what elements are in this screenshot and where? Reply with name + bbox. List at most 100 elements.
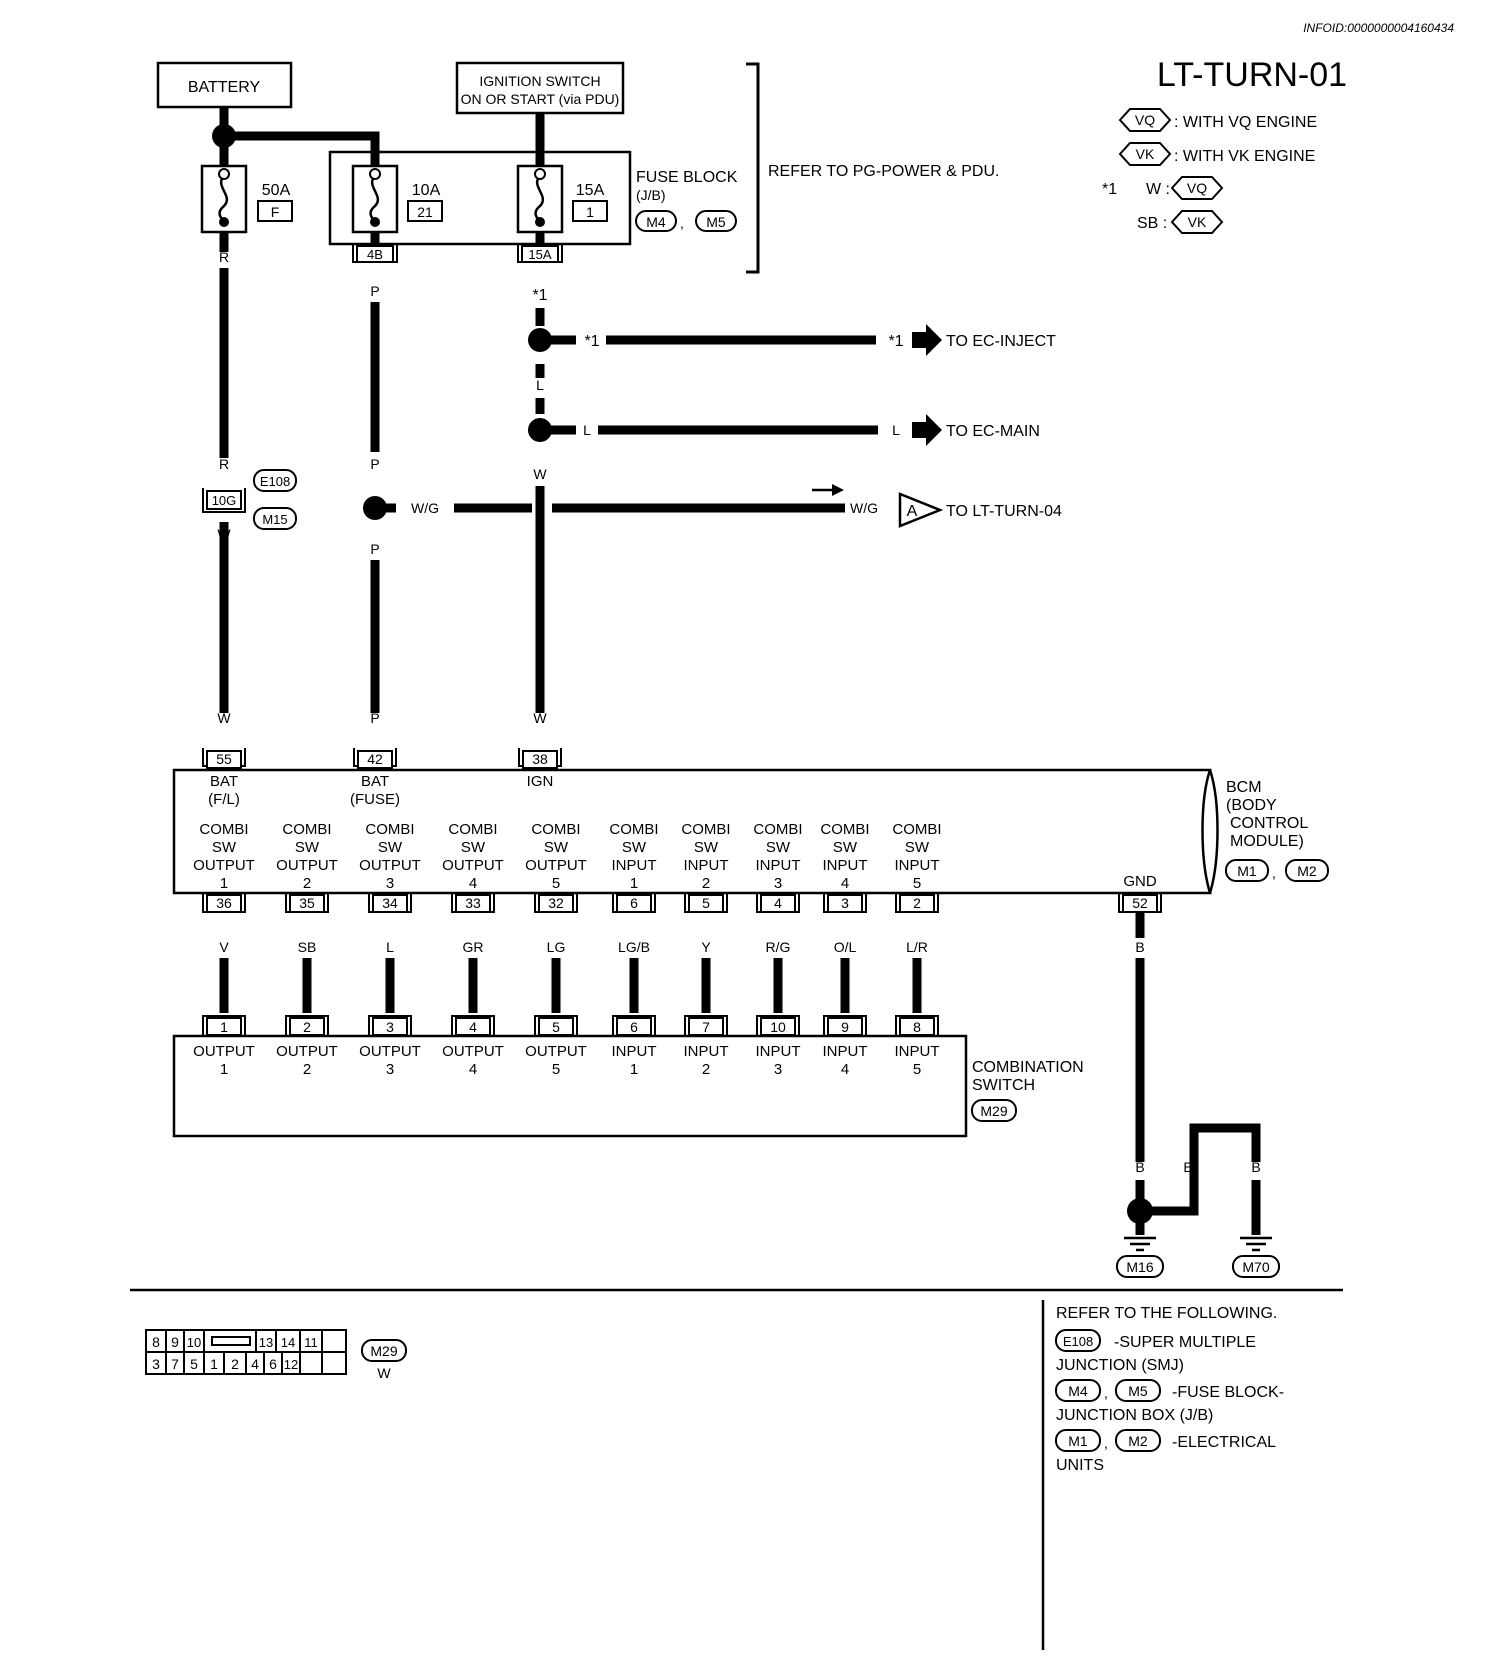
- svg-text:9: 9: [171, 1334, 179, 1350]
- wire-b-g2b: B: [1251, 1159, 1260, 1175]
- fuseblock-line2: (J/B): [636, 187, 666, 203]
- svg-text:BAT: BAT: [210, 773, 238, 790]
- switch-pin-number: 2: [303, 1019, 311, 1035]
- bcm-sw-label: SW: [295, 839, 320, 856]
- fuseblock-conn1-badge: [635, 210, 677, 232]
- wire-l-branch: L: [583, 422, 591, 438]
- switch-func-label: INPUT: [612, 1043, 657, 1060]
- switch-pin-number: 1: [220, 1019, 228, 1035]
- bcm-pin-box: [688, 894, 724, 913]
- wire-w-mid: W: [533, 466, 547, 482]
- bcm-func-num: 2: [303, 875, 311, 892]
- svg-text:E108: E108: [260, 474, 290, 489]
- bcm-func-num: 1: [630, 875, 638, 892]
- bcm-gnd-label: GND: [1123, 873, 1157, 890]
- switch-pin-number: 6: [630, 1019, 638, 1035]
- legend-vq-text: : WITH VQ ENGINE: [1174, 114, 1317, 131]
- wire-l-dest: L: [892, 422, 900, 438]
- svg-text:-FUSE BLOCK-: -FUSE BLOCK-: [1172, 1384, 1284, 1401]
- fuse10-amp: 10A: [412, 182, 441, 199]
- fuse50-id: F: [271, 204, 280, 220]
- svg-text:10G: 10G: [212, 493, 237, 508]
- bcm-pin-box: [827, 894, 863, 913]
- bcm-combi-label: COMBI: [199, 821, 248, 838]
- bcm-title-3: CONTROL: [1230, 815, 1308, 832]
- switch-func-num: 5: [552, 1061, 560, 1078]
- bcm-gnd-pin: 52: [1118, 893, 1162, 913]
- bcm-pin-number: 2: [913, 895, 921, 911]
- bcm-func-num: 3: [386, 875, 394, 892]
- svg-text:2: 2: [231, 1356, 239, 1372]
- terminal-15a: 15A: [517, 244, 563, 263]
- wire-p-lower: P: [370, 541, 379, 557]
- bcm-pin-number: 34: [382, 895, 398, 911]
- splice-ground: [1127, 1198, 1153, 1224]
- switch-pin-frame: [823, 1015, 867, 1036]
- bcm-sw-label: SW: [694, 839, 719, 856]
- bcm-pin-number: 5: [702, 895, 710, 911]
- terminal-4b: 4B: [352, 244, 398, 263]
- switch-func-label: INPUT: [823, 1043, 868, 1060]
- svg-text:TO EC-INJECT: TO EC-INJECT: [946, 333, 1056, 350]
- wire-color-label: V: [219, 939, 229, 955]
- wire-color-label: L/R: [906, 939, 928, 955]
- bcm-func-num: 5: [552, 875, 560, 892]
- fuse15-id: 1: [586, 204, 594, 220]
- legend-vk-text: : WITH VK ENGINE: [1174, 148, 1315, 165]
- bcm-func-num: 2: [702, 875, 710, 892]
- wire-color-label: R/G: [766, 939, 791, 955]
- wire-p-mid: P: [370, 456, 379, 472]
- wire-b-gnd: B: [1135, 939, 1144, 955]
- diagram-code: LT-TURN-01: [1157, 56, 1347, 94]
- bcm-comma: ,: [1272, 865, 1276, 881]
- battery-box: [156, 61, 293, 109]
- wire-color-label: O/L: [834, 939, 857, 955]
- legend-vk-tag: VK: [1136, 146, 1155, 162]
- svg-text:38: 38: [532, 751, 548, 767]
- switch-func-label: INPUT: [756, 1043, 801, 1060]
- legend-star-vk: VK: [1188, 214, 1207, 230]
- bcm-title-2: (BODY: [1226, 797, 1277, 814]
- svg-text:UNITS: UNITS: [1056, 1457, 1104, 1474]
- wire-p-top: P: [370, 283, 379, 299]
- bcm-combi-label: COMBI: [282, 821, 331, 838]
- svg-text:42: 42: [367, 751, 383, 767]
- bcm-combi-label: COMBI: [892, 821, 941, 838]
- bcm-box-curve: [1208, 769, 1219, 894]
- bcm-func-label: OUTPUT: [276, 857, 338, 874]
- svg-text:M16: M16: [1126, 1259, 1153, 1275]
- wire-wg-branch: W/G: [411, 500, 439, 516]
- switch-pin-frame: [895, 1015, 939, 1036]
- ground-m70: M70: [1232, 1236, 1280, 1278]
- bcm-conn2: M2: [1297, 863, 1317, 879]
- svg-text:M70: M70: [1242, 1259, 1269, 1275]
- svg-text:-SUPER MULTIPLE: -SUPER MULTIPLE: [1114, 1334, 1256, 1351]
- bcm-sw-label: SW: [766, 839, 791, 856]
- ground-m16: M16: [1116, 1236, 1164, 1278]
- svg-text:6: 6: [269, 1356, 277, 1372]
- combination-switch-conn: M29: [980, 1103, 1007, 1119]
- bcm-func-label: OUTPUT: [193, 857, 255, 874]
- bcm-combi-label: COMBI: [609, 821, 658, 838]
- bcm-func-num: 1: [220, 875, 228, 892]
- switch-func-label: INPUT: [684, 1043, 729, 1060]
- svg-text:13: 13: [259, 1335, 273, 1350]
- wire-l-mid: L: [536, 377, 544, 393]
- bcm-func-label: OUTPUT: [359, 857, 421, 874]
- wire-b-g2a: B: [1183, 1159, 1192, 1175]
- joint-connector: 10G E108 M15: [202, 469, 297, 530]
- refer-pg: REFER TO PG-POWER & PDU.: [768, 163, 999, 180]
- splice-battery: [212, 124, 236, 148]
- connector-latch-icon: [211, 1336, 251, 1346]
- bcm-title-1: BCM: [1226, 779, 1262, 796]
- bcm-func-label: INPUT: [684, 857, 729, 874]
- wire-w-bcm-2: W: [533, 710, 547, 726]
- switch-pin-number: 10: [770, 1019, 786, 1035]
- combination-switch-line2: SWITCH: [972, 1077, 1035, 1094]
- splice-ec-main: [528, 418, 552, 442]
- svg-text:M15: M15: [262, 512, 287, 527]
- svg-text:1: 1: [210, 1356, 218, 1372]
- splice-ec-inject: [528, 328, 552, 352]
- svg-text:BAT: BAT: [361, 773, 389, 790]
